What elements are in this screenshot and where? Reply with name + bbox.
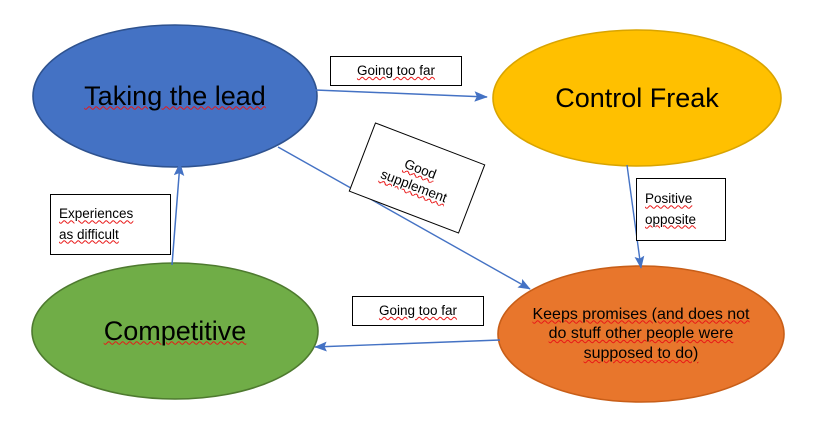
node-keeps-promises[interactable]: Keeps promises (and does not do stuff ot… xyxy=(498,266,784,402)
node-competitive[interactable]: Competitive xyxy=(32,263,318,399)
edge-label-text-positive-opposite: Positive opposite xyxy=(645,191,697,227)
node-ellipse-control-freak[interactable] xyxy=(492,29,782,167)
arrow-competitive-to-lead xyxy=(171,162,185,266)
node-taking-the-lead[interactable]: Taking the lead xyxy=(35,25,315,167)
node-control-freak[interactable]: Control Freak xyxy=(493,30,781,166)
edge-label-text-going-too-far-top: Going too far xyxy=(356,62,436,78)
arrow-control-to-keeps xyxy=(626,164,645,269)
edge-label-going-too-far-bottom[interactable]: Going too far xyxy=(352,296,484,326)
node-label-taking-the-lead: Taking the lead xyxy=(84,80,266,111)
edge-label-text-good-supplement: Good supplement xyxy=(378,156,450,206)
arrow-lead-to-keeps xyxy=(277,146,531,290)
edge-label-experiences-as-difficult[interactable]: Experiences as difficult xyxy=(50,194,171,255)
arrow-keeps-to-competitive xyxy=(314,339,501,352)
node-ellipse-competitive[interactable] xyxy=(31,262,319,400)
edge-label-going-too-far-top[interactable]: Going too far xyxy=(330,56,462,86)
node-label-competitive: Competitive xyxy=(103,315,247,346)
edge-label-text-experiences-as-difficult: Experiences as difficult xyxy=(59,206,134,242)
edge-label-positive-opposite[interactable]: Positive opposite xyxy=(636,178,726,241)
node-label-keeps-promises: Keeps promises (and does not do stuff ot… xyxy=(532,305,750,362)
arrow-lead-to-control xyxy=(314,89,488,102)
edge-label-text-going-too-far-bottom: Going too far xyxy=(378,302,458,318)
node-label-control-freak: Control Freak xyxy=(555,82,719,113)
